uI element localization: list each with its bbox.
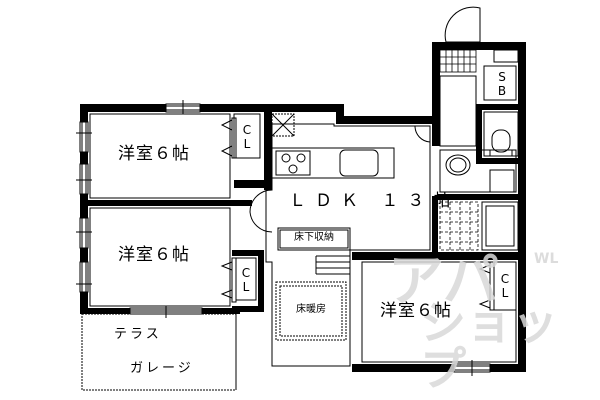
bedroom-1-outline (89, 113, 231, 199)
garage-label: ガレージ (130, 361, 194, 376)
entrance-tiles (439, 49, 477, 73)
watermark-bottom: ショップ (420, 296, 558, 396)
bedroom-2-outline (89, 207, 231, 307)
stove (275, 150, 311, 176)
room-label-western-2: 洋室６帖 (118, 245, 190, 265)
room-label-ldk: ＬＤＫ １３帖 (289, 191, 460, 211)
room-label-western-3: 洋室６帖 (380, 301, 452, 321)
bath-floor-tiles (439, 201, 479, 251)
room-label-western-1: 洋室６帖 (118, 144, 190, 164)
terrace-garage-boundary (81, 313, 237, 391)
washroom (439, 149, 517, 193)
shoe-box (483, 65, 517, 101)
kitchen-sink (339, 149, 379, 177)
floor-heating-label: 床暖房 (296, 304, 326, 315)
kitchen-counter (269, 147, 395, 179)
hallway (439, 75, 477, 147)
floor-heating-area (275, 281, 347, 341)
bathtub (481, 201, 519, 251)
underfloor-storage-label: 床下収納 (294, 232, 334, 243)
terrace-label: テラス (114, 327, 162, 342)
bedroom-3-outline (361, 261, 517, 363)
range-hood (271, 113, 295, 137)
doors (249, 6, 481, 233)
watermark-small: WL (534, 251, 559, 267)
windows (76, 100, 491, 376)
stairs (315, 255, 350, 275)
closets (220, 113, 517, 311)
ldk-outline (265, 123, 431, 367)
watermark-top: アパ (388, 249, 499, 314)
toilet-room (483, 111, 519, 157)
underfloor-storage-box (277, 227, 351, 251)
